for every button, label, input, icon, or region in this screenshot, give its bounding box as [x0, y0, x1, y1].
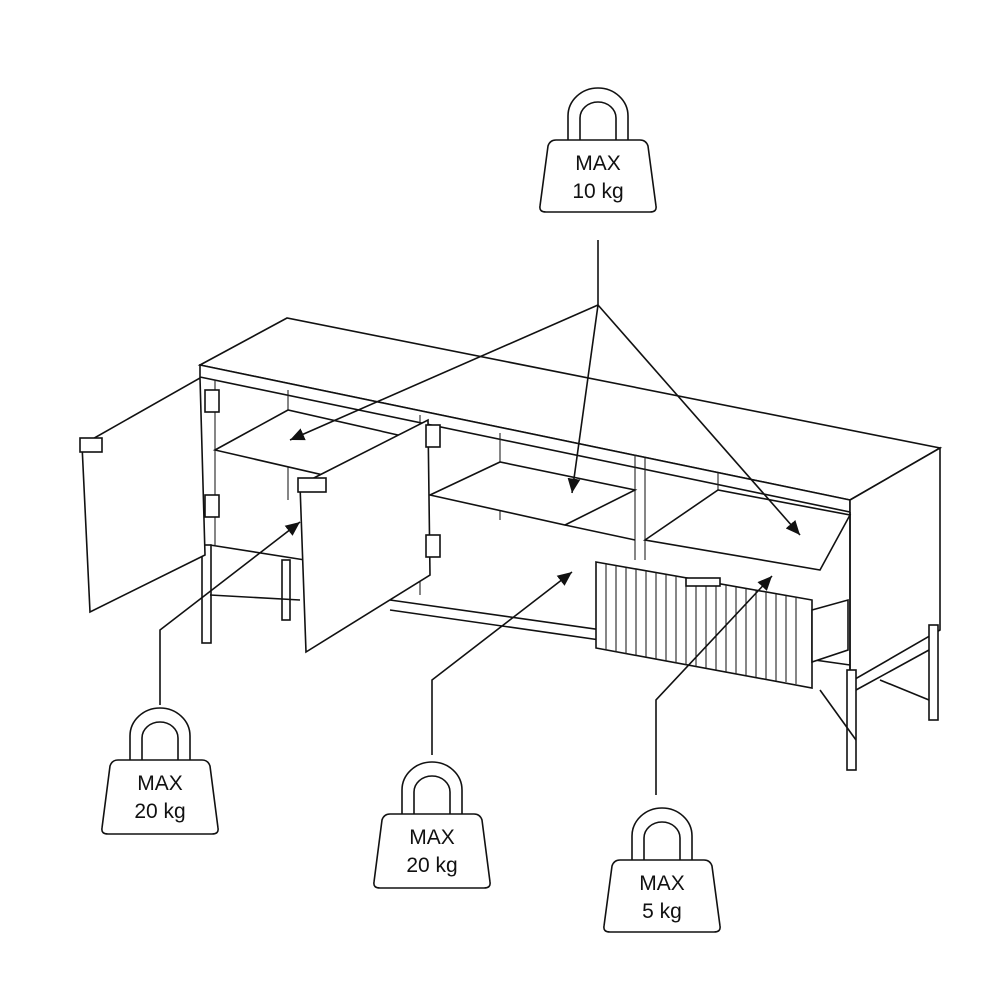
weight-load-label: 10 kg [572, 180, 623, 203]
weight-max-label: MAX [639, 872, 685, 895]
shelf-middle [427, 461, 638, 526]
weight-icon-drawer: MAX 5 kg [603, 807, 721, 933]
sideboard-cabinet [79, 317, 943, 771]
weight-max-label: MAX [409, 826, 455, 849]
weight-icon-middle: MAX 20 kg [373, 761, 491, 889]
weight-icon-left: MAX 20 kg [101, 707, 219, 835]
weight-load-label: 20 kg [406, 854, 457, 877]
hinge-icons [204, 389, 441, 558]
weight-load-label: 5 kg [642, 900, 682, 923]
leader-lines [159, 240, 801, 795]
left-door-handle [79, 437, 103, 453]
middle-door-handle [297, 477, 327, 493]
weight-max-label: MAX [137, 772, 183, 795]
left-door-open [81, 376, 206, 614]
weight-load-label: 20 kg [134, 800, 185, 823]
weight-icon-top: MAX 10 kg [539, 87, 657, 213]
drawer-fluted-front [595, 561, 849, 689]
shelf-right [642, 489, 852, 571]
weight-max-label: MAX [575, 152, 621, 175]
middle-door-open [299, 418, 431, 654]
